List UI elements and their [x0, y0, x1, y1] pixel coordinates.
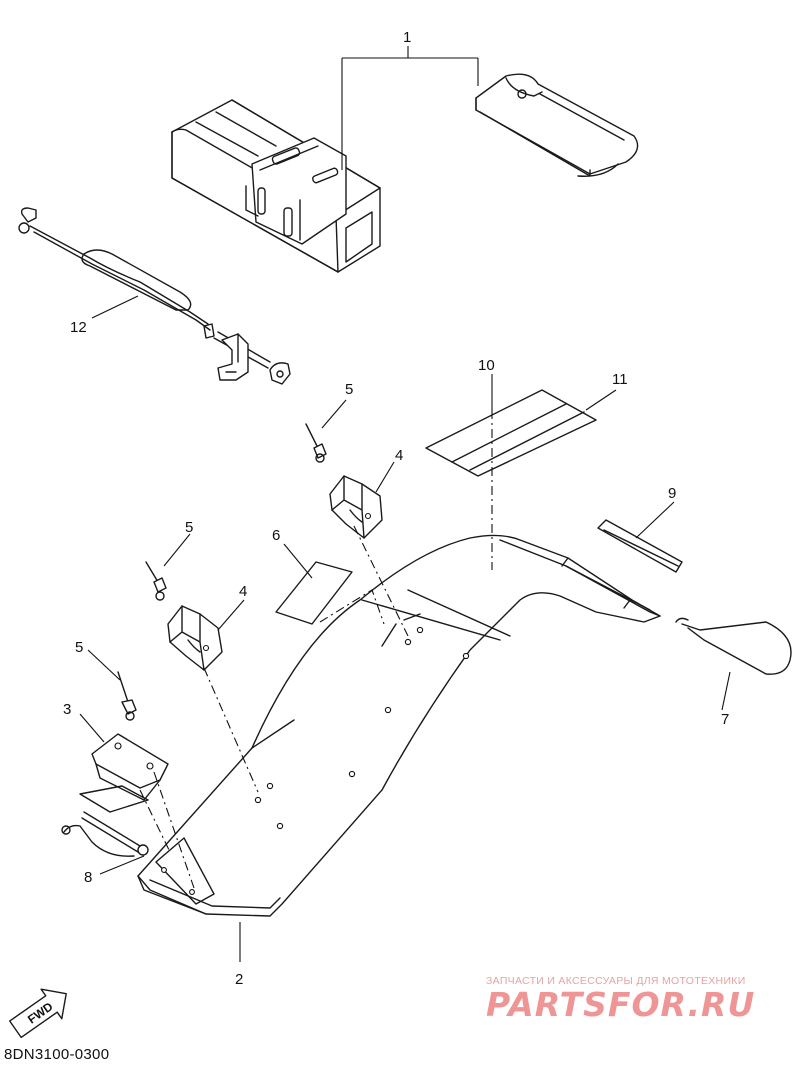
- callout-5-upper: 5: [345, 381, 353, 398]
- part-4-bracket-lower: [167, 605, 223, 671]
- callout-9: 9: [668, 485, 676, 502]
- part-12-seat-lock-cable: [18, 207, 291, 385]
- part-7-hook: [675, 617, 792, 675]
- watermark: ЗАПЧАСТИ И АКСЕССУАРЫ ДЛЯ МОТОТЕХНИКИ PA…: [486, 975, 786, 1023]
- callout-12: 12: [70, 319, 87, 336]
- part-3-plate: [79, 733, 169, 813]
- part-2-rear-fender: [137, 534, 661, 917]
- part-10-11-labels: [425, 389, 597, 477]
- part-8-pin: [61, 811, 149, 857]
- part-6-label: [275, 561, 353, 625]
- callout-5-middle: 5: [185, 519, 193, 536]
- callout-1: 1: [403, 29, 411, 46]
- part-9-pad: [597, 519, 683, 573]
- callout-4-upper: 4: [395, 447, 403, 464]
- callout-6: 6: [272, 527, 280, 544]
- part-5-screw-middle: [145, 561, 167, 601]
- watermark-logo: PARTSFOR.RU: [486, 985, 756, 1024]
- callout-7: 7: [721, 711, 729, 728]
- fwd-arrow: FWD: [8, 988, 67, 1039]
- callout-5-lower: 5: [75, 639, 83, 656]
- leader-lines: [79, 46, 731, 962]
- callout-3: 3: [63, 701, 71, 718]
- callout-2: 2: [235, 971, 243, 988]
- callout-numbers: 1 2 3 4 4 5 5 5 6 7 8 9 10 11 12: [63, 29, 729, 988]
- callout-4-lower: 4: [239, 583, 247, 600]
- drawing-code: 8DN3100-0300: [4, 1046, 110, 1063]
- callout-11: 11: [612, 371, 628, 388]
- part-1-tool-kit: [171, 73, 639, 273]
- watermark-caption: ЗАПЧАСТИ И АКСЕССУАРЫ ДЛЯ МОТОТЕХНИКИ: [486, 975, 746, 987]
- part-5-screw-lower: [117, 671, 137, 721]
- part-5-screw-upper: [305, 423, 327, 463]
- callout-10: 10: [478, 357, 495, 374]
- part-4-bracket-upper: [329, 475, 383, 539]
- callout-8: 8: [84, 869, 92, 886]
